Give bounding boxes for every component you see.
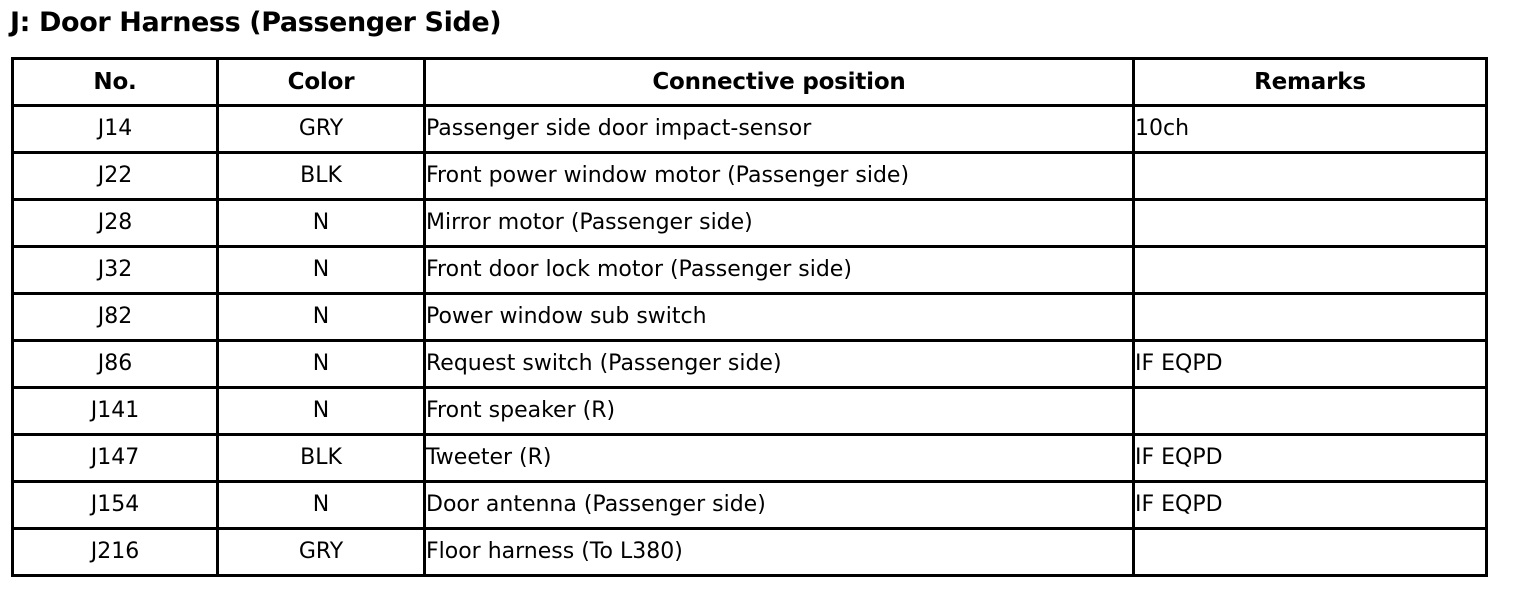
cell-remarks — [1132, 292, 1488, 342]
harness-table: No. Color Connective position Remarks J1… — [11, 57, 1488, 577]
cell-connective-position: Front power window motor (Passenger side… — [423, 151, 1135, 201]
table-header-row: No. Color Connective position Remarks — [11, 57, 1488, 107]
cell-no: J28 — [11, 198, 219, 248]
cell-remarks: IF EQPD — [1132, 339, 1488, 389]
cell-remarks — [1132, 527, 1488, 577]
cell-no: J154 — [11, 480, 219, 530]
cell-connective-position: Power window sub switch — [423, 292, 1135, 342]
column-header-no: No. — [11, 57, 219, 107]
cell-no: J216 — [11, 527, 219, 577]
column-header-remarks: Remarks — [1132, 57, 1488, 107]
cell-connective-position: Mirror motor (Passenger side) — [423, 198, 1135, 248]
cell-connective-position: Front speaker (R) — [423, 386, 1135, 436]
cell-connective-position: Passenger side door impact-sensor — [423, 104, 1135, 154]
cell-color: N — [216, 480, 426, 530]
cell-connective-position: Floor harness (To L380) — [423, 527, 1135, 577]
page-title: J: Door Harness (Passenger Side) — [10, 7, 502, 38]
cell-no: J22 — [11, 151, 219, 201]
column-header-connective-position: Connective position — [423, 57, 1135, 107]
cell-connective-position: Tweeter (R) — [423, 433, 1135, 483]
cell-no: J147 — [11, 433, 219, 483]
cell-color: GRY — [216, 527, 426, 577]
cell-no: J32 — [11, 245, 219, 295]
cell-connective-position: Door antenna (Passenger side) — [423, 480, 1135, 530]
cell-no: J141 — [11, 386, 219, 436]
cell-color: BLK — [216, 151, 426, 201]
cell-remarks — [1132, 151, 1488, 201]
cell-no: J14 — [11, 104, 219, 154]
cell-color: N — [216, 292, 426, 342]
cell-remarks — [1132, 386, 1488, 436]
cell-color: N — [216, 386, 426, 436]
cell-no: J82 — [11, 292, 219, 342]
cell-color: N — [216, 198, 426, 248]
cell-remarks: 10ch — [1132, 104, 1488, 154]
cell-remarks: IF EQPD — [1132, 433, 1488, 483]
cell-remarks: IF EQPD — [1132, 480, 1488, 530]
table-header: No. Color Connective position Remarks — [11, 57, 1488, 107]
cell-connective-position: Request switch (Passenger side) — [423, 339, 1135, 389]
cell-connective-position: Front door lock motor (Passenger side) — [423, 245, 1135, 295]
cell-remarks — [1132, 245, 1488, 295]
cell-color: N — [216, 339, 426, 389]
cell-remarks — [1132, 198, 1488, 248]
cell-no: J86 — [11, 339, 219, 389]
harness-table-container: No. Color Connective position Remarks J1… — [11, 57, 1488, 577]
column-header-color: Color — [216, 57, 426, 107]
cell-color: GRY — [216, 104, 426, 154]
cell-color: N — [216, 245, 426, 295]
cell-color: BLK — [216, 433, 426, 483]
